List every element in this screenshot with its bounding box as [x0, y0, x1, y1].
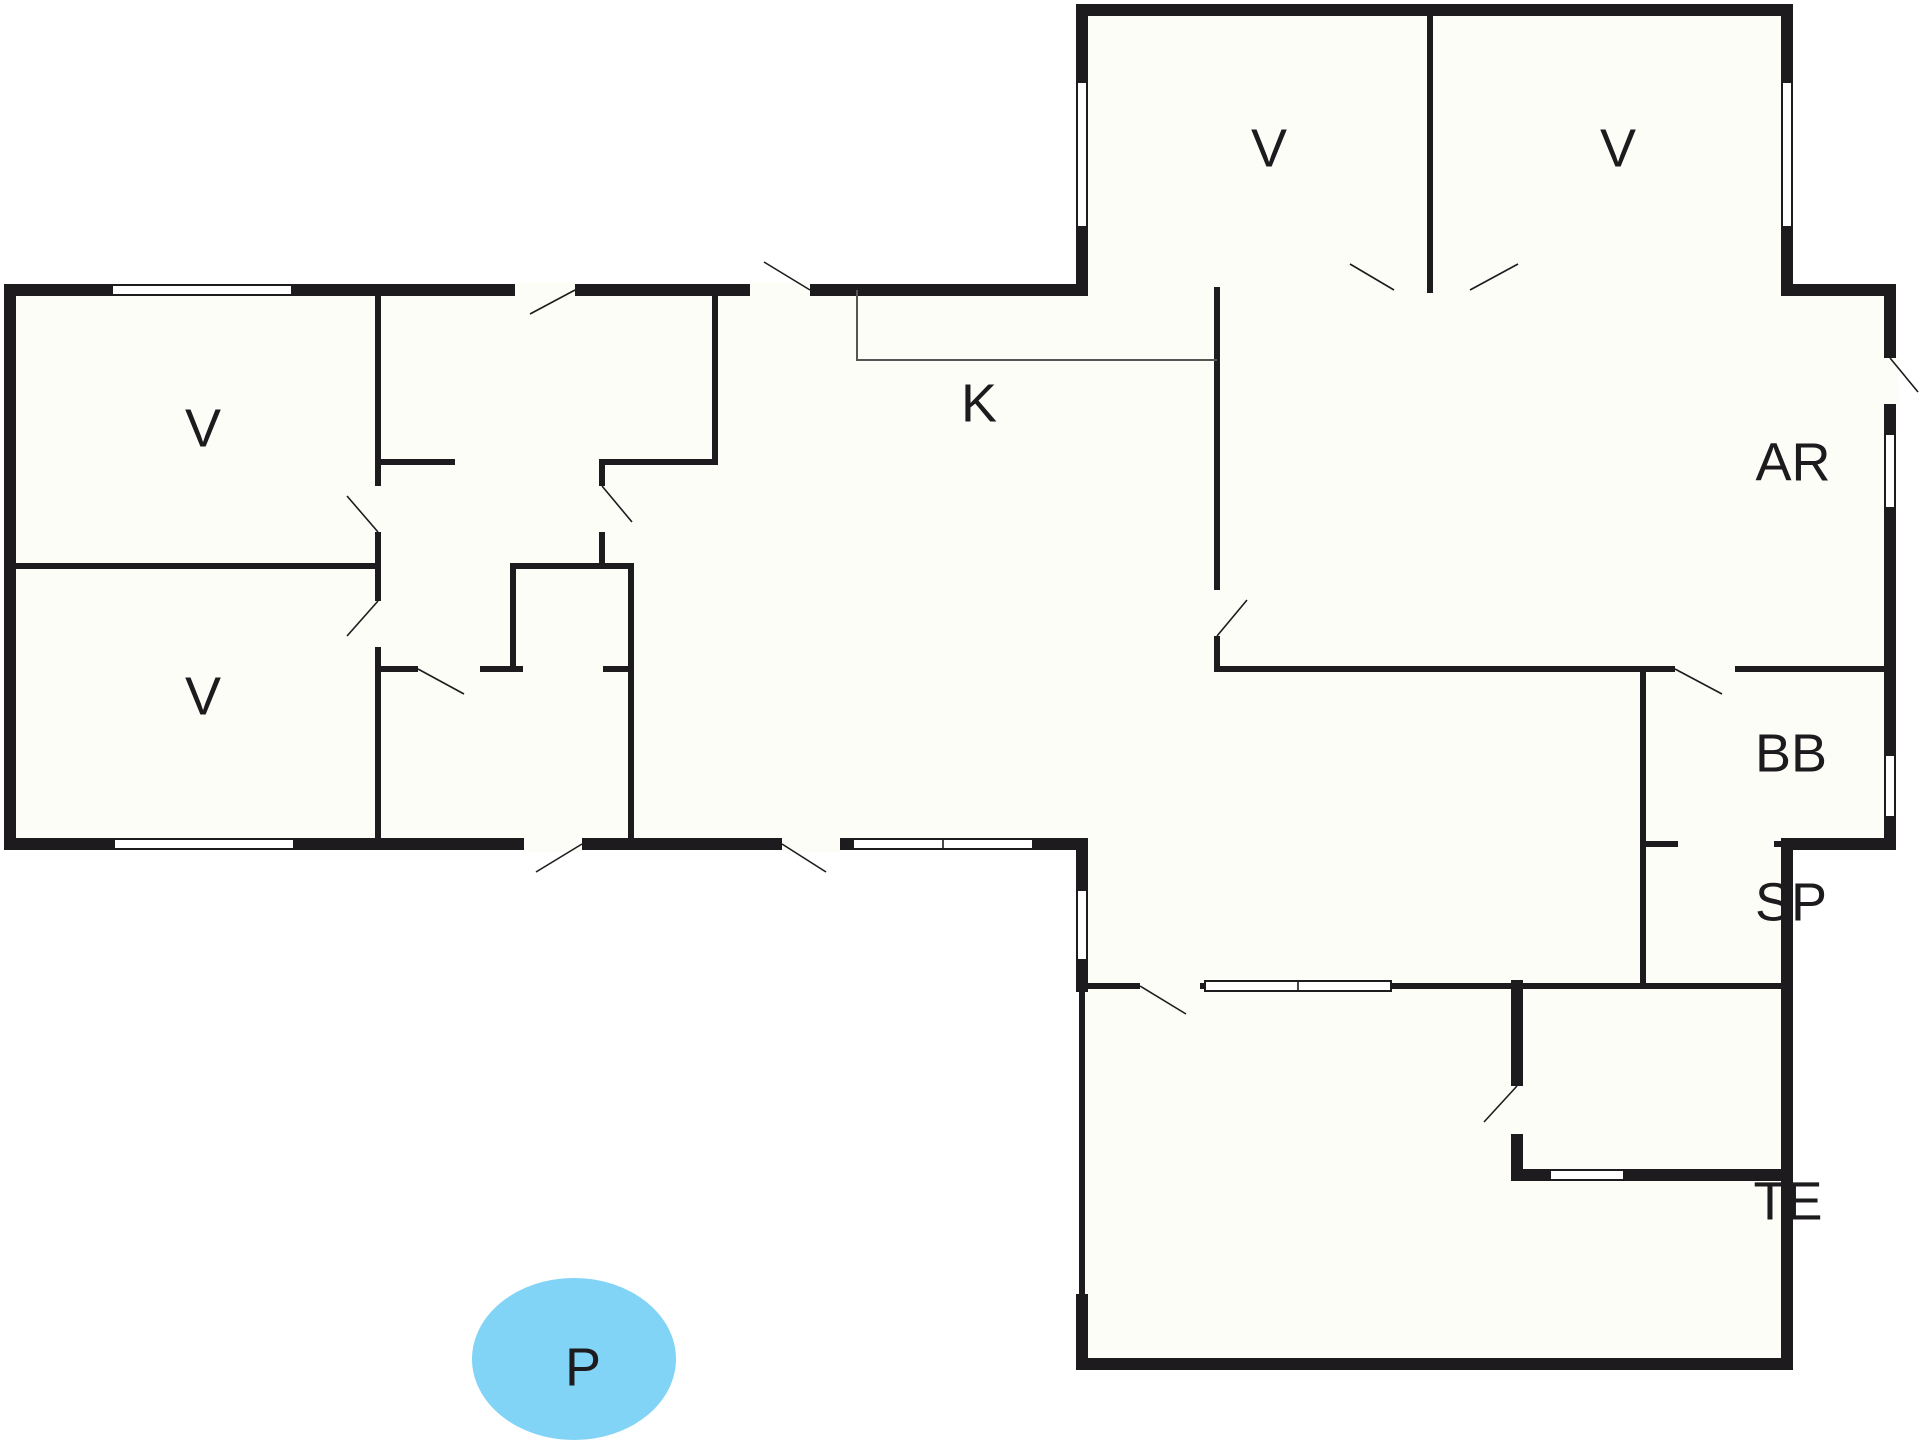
door-openings	[372, 282, 1898, 1134]
room-label-v2: V	[1600, 118, 1636, 178]
parking-label: P	[565, 1337, 601, 1397]
door-swings	[346, 261, 1919, 1123]
floor-areas	[10, 10, 1890, 1364]
parking-marker: P	[472, 1278, 676, 1440]
room-label-ar: AR	[1755, 432, 1830, 492]
room-label-v3: V	[185, 398, 221, 458]
room-label-k: K	[961, 373, 997, 433]
room-label-sp: SP	[1755, 872, 1827, 932]
room-label-bb: BB	[1755, 723, 1827, 783]
room-label-v4: V	[185, 666, 221, 726]
room-label-v1: V	[1251, 118, 1287, 178]
room-labels: V V V V K AR BB SP TE	[185, 118, 1831, 1231]
room-label-te: TE	[1753, 1171, 1822, 1231]
parking-circle	[472, 1278, 676, 1440]
windows	[111, 81, 1896, 1181]
